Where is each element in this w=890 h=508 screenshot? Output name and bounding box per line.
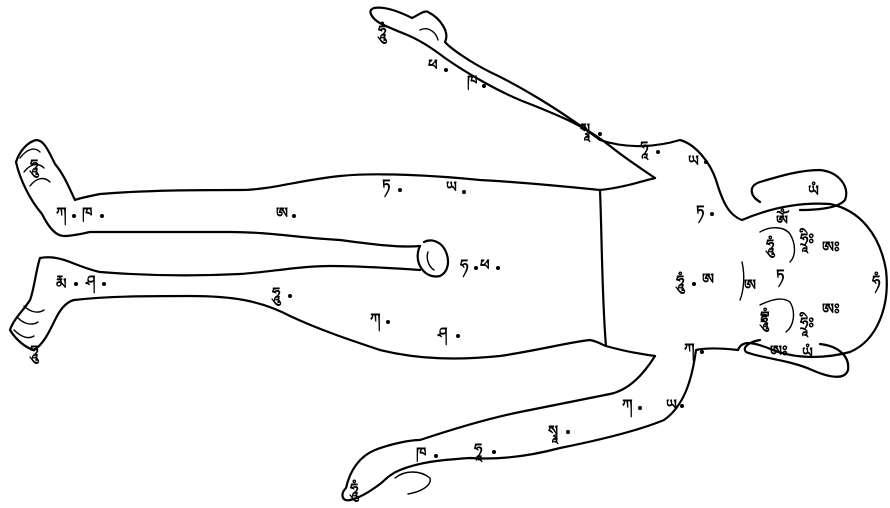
label-head-10: ཨཿ [770, 342, 788, 360]
dot [474, 266, 478, 270]
label-genital: ཧ [459, 256, 469, 278]
label-head-5: ཏ [776, 266, 785, 288]
label-leg-up-shin: ཨ [276, 204, 288, 222]
label-head-3: ཨཿ [822, 238, 840, 256]
label-leg-up-thigh: ཡ [446, 178, 457, 196]
label-chest-up: ཏ [696, 202, 705, 224]
dot [292, 214, 296, 218]
label-shoulder-down-2: ཡ [666, 396, 677, 414]
label-center-2: ཨ [702, 270, 714, 288]
dot [74, 282, 78, 286]
dot [492, 450, 496, 454]
upper-arm-outline [371, 8, 716, 180]
dot [288, 294, 292, 298]
lower-foot-toes [14, 306, 44, 338]
label-center-1: ཧཱུཾ [675, 271, 686, 294]
label-leg-down-thigh: ཀ [370, 310, 381, 332]
genital-inner [427, 252, 434, 270]
label-hand-up: ཧཱུཾ [377, 21, 388, 44]
dot [386, 320, 390, 324]
label-foot-down-1: རྨ [56, 272, 67, 290]
upper-hand-fold [420, 29, 438, 40]
label-arm-up-2: ཁ [467, 72, 478, 91]
upper-leg-outline [16, 140, 600, 247]
dot [102, 282, 106, 286]
label-shoulder-up-1: ཧཱ [639, 138, 649, 161]
dot [100, 214, 104, 218]
label-foot-down-2: ཤ [85, 272, 96, 294]
label-leg-down-knee: ཧཱུ [271, 284, 282, 306]
label-arm-up-1: ཕ [428, 56, 438, 74]
label-head-4: ཧཱུཾ [765, 235, 776, 258]
label-ear-up: ཡཾ [808, 181, 819, 200]
label-shoulder-up-2: ཡ [688, 152, 699, 170]
lower-leg-outline [10, 257, 606, 358]
label-dots [72, 68, 714, 458]
lower-arm-outline [343, 349, 738, 501]
dot [482, 84, 486, 88]
dot [398, 188, 402, 192]
label-crown: ཧཾ [871, 271, 881, 294]
dot [566, 430, 570, 434]
dot [656, 150, 660, 154]
label-head-8: ཧྲཱིཿ [799, 311, 814, 338]
label-genital-2: ཕ [480, 256, 490, 274]
dot [598, 132, 602, 136]
label-head-7: བྷྲཱུཾ [759, 307, 770, 332]
dot [638, 406, 642, 410]
dot [462, 190, 466, 194]
dot [710, 212, 714, 216]
label-shoulder-down-1: ཀ [622, 396, 633, 418]
label-foot-up-2: ཁ [82, 204, 93, 223]
dot [704, 160, 708, 164]
dot [700, 350, 704, 354]
label-head-1: ཨོཾ [776, 208, 789, 230]
dot [456, 334, 460, 338]
body-outline [10, 8, 887, 501]
label-foot-up-1: ཀ [56, 204, 67, 226]
dot [434, 454, 438, 458]
dot [72, 214, 76, 218]
label-leg-down-shin: ཤ [437, 324, 448, 346]
upper-shoulder-outline [600, 178, 655, 190]
label-head-6: ཨ [744, 276, 756, 294]
label-arm-down-1: སྭཱ [548, 422, 559, 445]
label-sole-up: ཧཱུ [29, 156, 40, 178]
label-head-2: ཧྲཱིཿ [799, 227, 814, 254]
label-sole-down: ཧཱུ [29, 342, 40, 364]
label-head-9: ཨཿ [822, 300, 840, 318]
dot [444, 68, 448, 72]
label-chest-down: ཀ [684, 340, 695, 362]
label-leg-up-knee: ཏ [382, 176, 391, 198]
genital-outline [418, 240, 448, 276]
label-arm-down-3: ཁ [416, 444, 427, 463]
torso-outline [600, 190, 655, 356]
lower-hand-fold [395, 472, 430, 494]
label-arm-up-3: སྭཱ [580, 120, 591, 143]
dot [680, 404, 684, 408]
label-ear-down: ཡཾ [802, 343, 813, 362]
dot [692, 282, 696, 286]
dot [496, 266, 500, 270]
